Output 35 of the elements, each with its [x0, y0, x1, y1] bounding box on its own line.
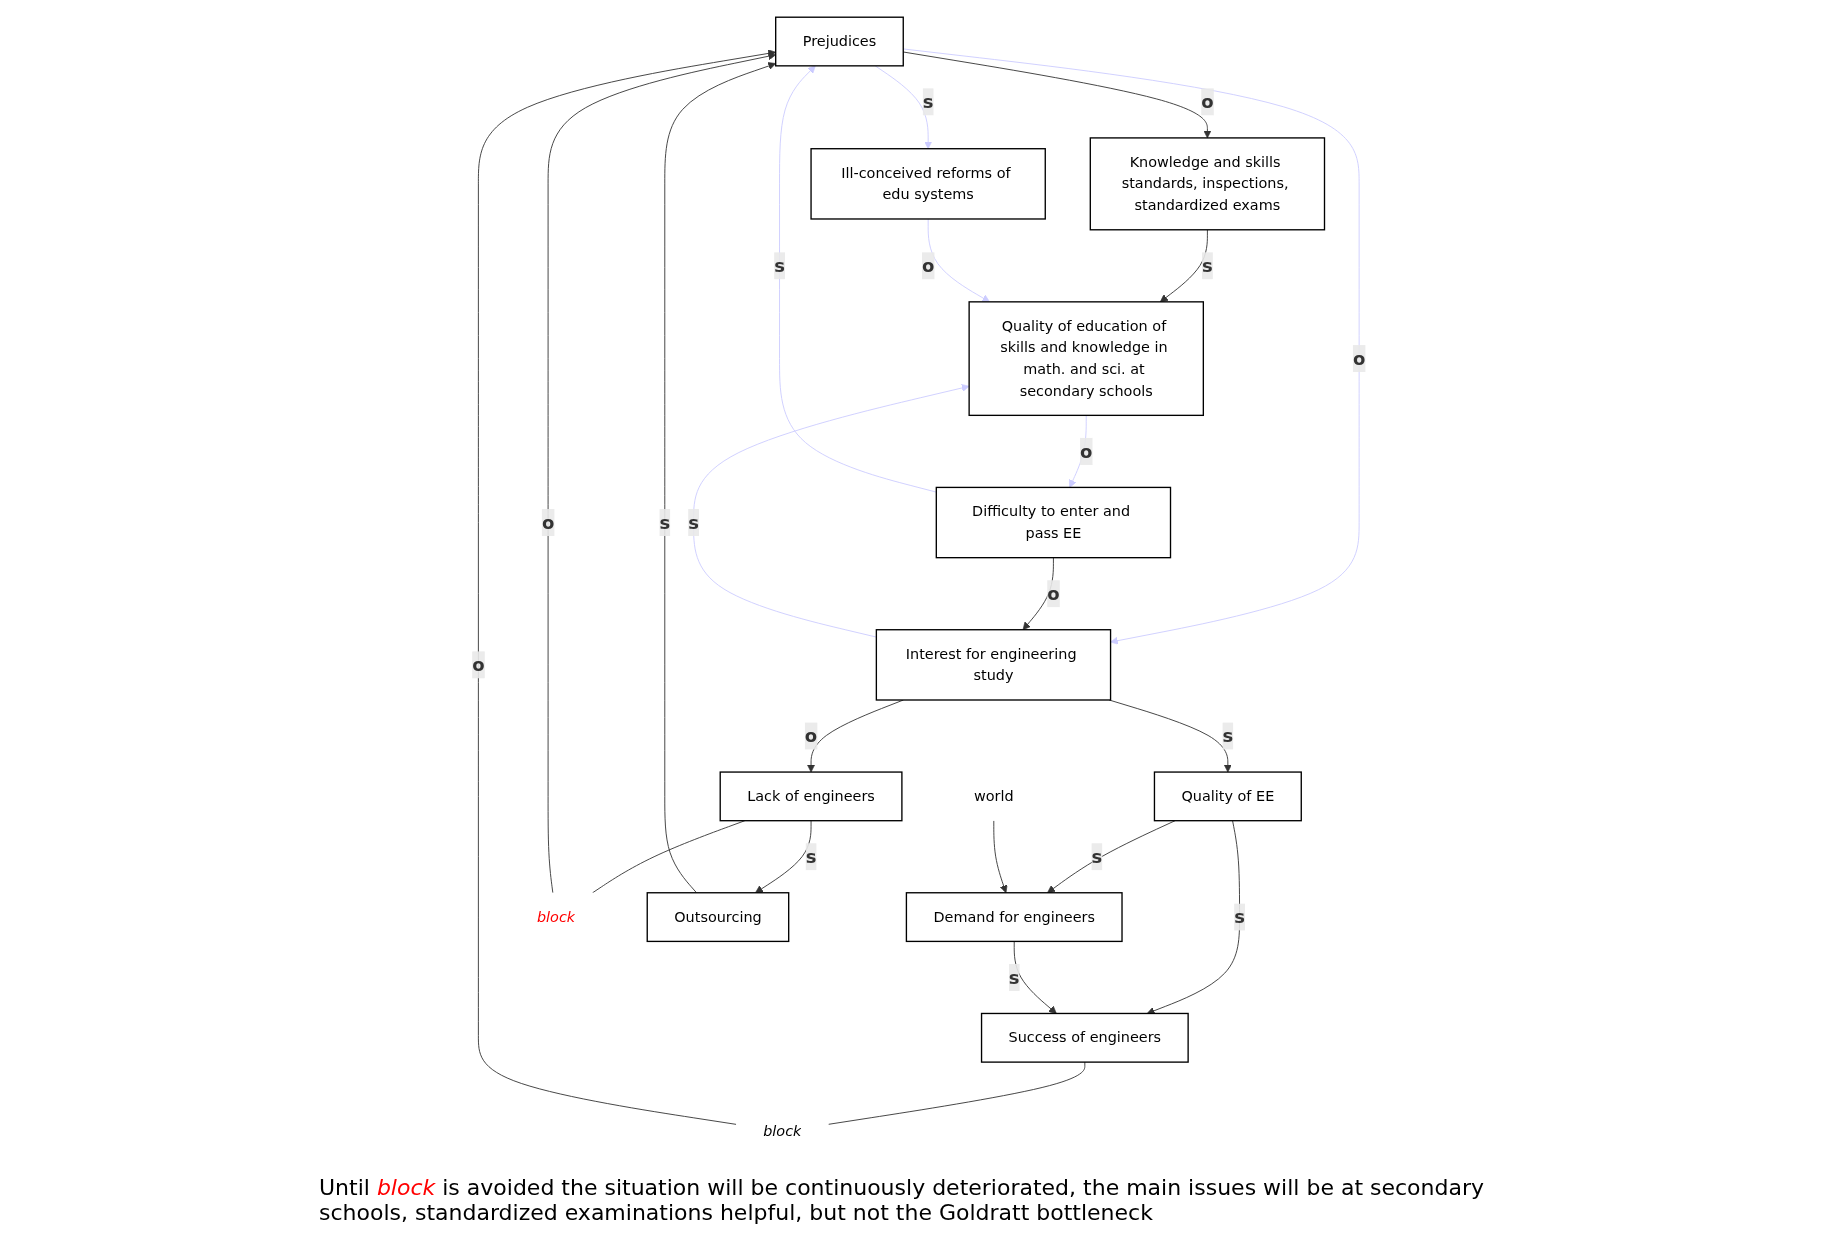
- edge-label: o: [472, 654, 485, 676]
- connector: [592, 820, 746, 894]
- node-box: Success of engineers: [981, 1012, 1190, 1063]
- note-text: Until block is avoided the situation will be continuously deteriorated, the main issues will be at secondary schools, standardized examinations helpful, but not the Goldratt bottleneck: [319, 1175, 1485, 1225]
- edge-label: o: [1047, 582, 1060, 605]
- edge-label: o: [1080, 440, 1093, 463]
- edge-label: s: [774, 255, 786, 277]
- edge-label: s: [688, 511, 700, 534]
- node-box: Quality of EE: [1154, 771, 1303, 822]
- edge-label: s: [1091, 845, 1103, 868]
- edge-label: s: [923, 91, 934, 113]
- edge-label: s: [1222, 725, 1234, 747]
- node-box: Ill-conceived reforms of edu systems: [810, 148, 1047, 220]
- edge-label: s: [1234, 906, 1246, 928]
- node-text: block: [537, 908, 576, 926]
- edge-label: o: [1201, 91, 1214, 113]
- edge-label: o: [1353, 347, 1366, 370]
- edge-label: o: [805, 725, 818, 747]
- node-text: block: [763, 1122, 802, 1140]
- edge-label: s: [659, 511, 671, 534]
- node-box: Demand for engineers: [906, 892, 1123, 943]
- node-box: Interest for engineering study: [875, 629, 1112, 701]
- node-box: Outsourcing: [646, 892, 790, 943]
- edge-label: s: [805, 845, 817, 868]
- node-box: Prejudices: [775, 16, 905, 67]
- node-text: world: [974, 787, 1014, 805]
- node-box: Knowledge and skills standards, inspections, standardized exams: [1089, 137, 1326, 231]
- edge-label: o: [542, 511, 555, 534]
- edge-label: o: [922, 255, 935, 277]
- edge-label: s: [1202, 255, 1214, 277]
- node-box: Lack of engineers: [719, 771, 903, 822]
- edge-label: s: [1009, 966, 1020, 989]
- node-box: Quality of education of skills and knowledge in math. and sci. at secondary schools: [968, 301, 1205, 417]
- node-box: Difficulty to enter and pass EE: [935, 486, 1172, 559]
- connector: [828, 1061, 1086, 1125]
